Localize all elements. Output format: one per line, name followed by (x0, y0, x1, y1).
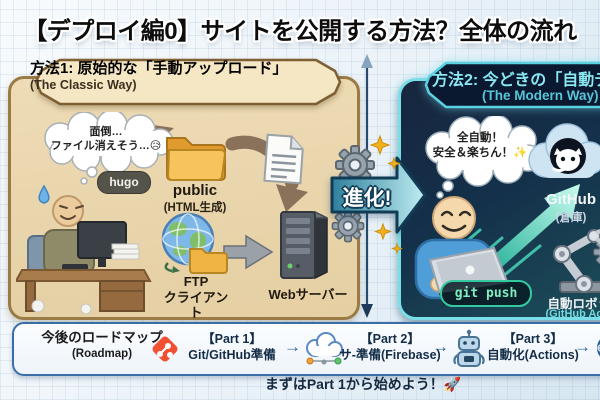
roadmap-step2-line1: 【Part 2】 (360, 332, 420, 346)
folder-label: public (172, 182, 218, 199)
classic-thought-bubble (44, 112, 174, 185)
right-arrow-icon: → (432, 337, 449, 356)
folder-sublabel: (HTML生成) (163, 202, 227, 214)
ftp-label-line1: FTP (183, 274, 209, 289)
github-sublabel: (倉庫) (555, 212, 587, 224)
right-arrow-icon (223, 234, 274, 270)
roadmap-title-line2: (Roadmap) (71, 347, 133, 360)
robot-sublabel: (GitHub Actions) (545, 308, 600, 320)
web-server-label: Webサーバー (268, 287, 348, 302)
roadmap-step1-line2: Git/GitHub準備 (188, 348, 276, 363)
git-push-badge: git push (440, 280, 532, 307)
evolution-arrow (330, 156, 427, 234)
server-icon (280, 210, 328, 280)
robot-icon (453, 329, 485, 367)
modern-header-line1: 方法2: 今どきの「自動デプロイ」 (432, 72, 600, 89)
classic-thought-line2: ファイル消えそう…😥 (50, 140, 162, 153)
classic-header-banner (34, 58, 342, 106)
modern-thought-line2: 安全＆楽ちん！✨ (432, 146, 528, 159)
modern-header-banner (424, 61, 600, 109)
gear-icon (335, 145, 375, 185)
github-octocat-icon (528, 123, 600, 178)
roadmap-step2-line2: サ-準備(Firebase) (339, 348, 441, 363)
roadmap-step3-line2: 自動化(Actions) (487, 348, 579, 363)
roadmap-step-2: 【Part 2】 サ-準備(Firebase) (336, 331, 444, 364)
ftp-client-label: FTP クライアント (160, 274, 232, 321)
globe-icon (597, 339, 600, 357)
roadmap-step-3: 【Part 3】 自動化(Actions) (484, 331, 582, 364)
github-label: GitHub (546, 191, 596, 208)
roadmap-step-1: 【Part 1】 Git/GitHub準備 (180, 331, 284, 364)
classic-header-line1: 方法1: 原始的な「手動アップロード」 (30, 60, 288, 77)
hugo-badge: hugo (97, 171, 151, 194)
robot-arm-icon (553, 229, 600, 293)
sparkle-icon (369, 134, 403, 255)
ftp-label-line2: クライアント (163, 289, 229, 321)
right-arrow-icon: → (284, 337, 301, 356)
modern-header-line2: (The Modern Way) (482, 88, 599, 103)
classic-thought-line1: 面倒… (89, 126, 123, 138)
cloud-icon (306, 332, 343, 365)
right-arrow-icon: → (574, 337, 591, 356)
gear-icon (331, 209, 365, 243)
classic-header-line2: (The Classic Way) (30, 78, 137, 92)
roadmap-step3-line1: 【Part 3】 (503, 332, 563, 346)
roadmap-title: 今後のロードマップ (Roadmap) (32, 330, 172, 361)
classic-thought-text: 面倒… ファイル消えそう…😥 (40, 125, 172, 154)
roadmap-step1-line1: 【Part 1】 (202, 332, 262, 346)
robot-label: 自動ロボット (547, 297, 600, 311)
modern-thought-line1: 全自動！ (457, 132, 503, 144)
classic-header-text: 方法1: 原始的な「手動アップロード」 (The Classic Way) (30, 57, 346, 107)
folder-icon (166, 137, 227, 181)
evolution-label: 進化! (342, 187, 392, 210)
modern-thought-bubble (425, 116, 542, 199)
page-title: 【デプロイ編0】サイトを公開する方法？全体の流れ (23, 18, 577, 45)
document-icon (263, 133, 304, 185)
globe-icon (161, 212, 228, 274)
tired-developer-illustration (16, 184, 152, 314)
roadmap-title-line1: 今後のロードマップ (41, 330, 163, 345)
footer-note: まずはPart 1から始めよう！🚀 (264, 376, 462, 392)
roadmap-bar: 今後のロードマップ (Roadmap) 【Part 1】 Git/GitHub準… (12, 322, 600, 376)
git-icon (152, 336, 178, 362)
modern-thought-text: 全自動！ 安全＆楽ちん！✨ (426, 131, 534, 161)
